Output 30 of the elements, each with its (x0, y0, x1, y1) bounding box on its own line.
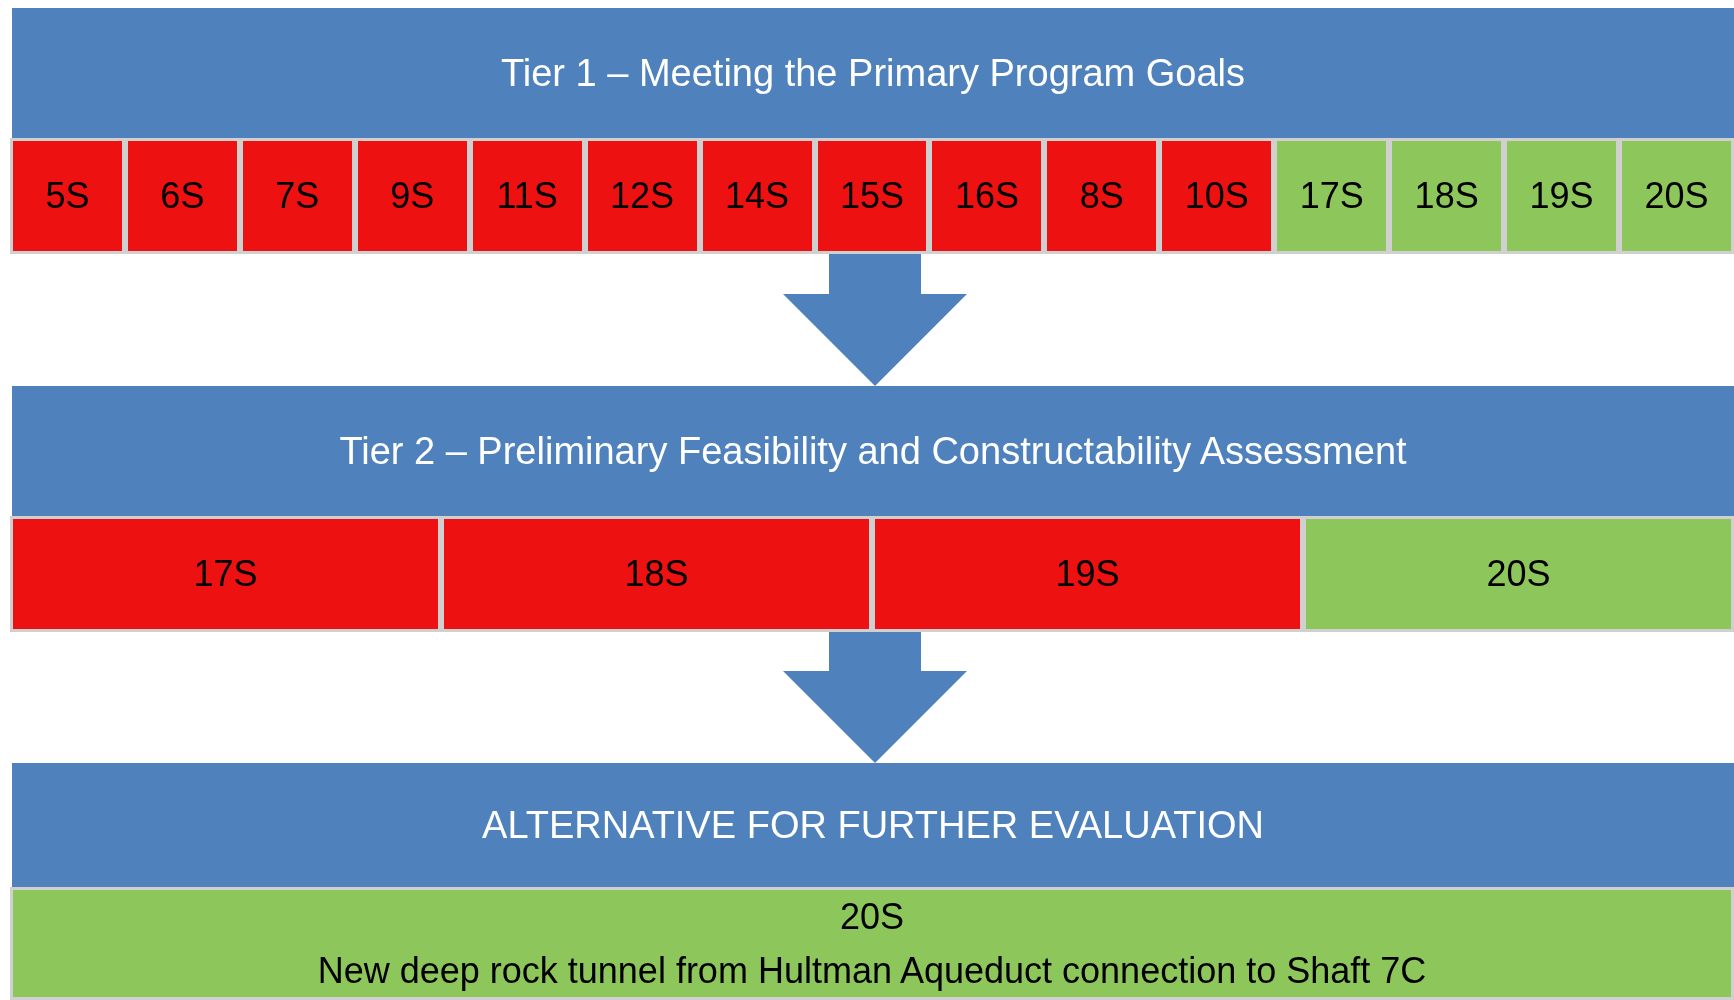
cell-text: New deep rock tunnel from Hultman Aqueduct connection to Shaft 7C (317, 949, 1427, 993)
tier-heading: ALTERNATIVE FOR FURTHER EVALUATION (481, 803, 1265, 848)
alternative-cell: 17S (10, 516, 441, 632)
alternative-cell: 14S (699, 138, 815, 254)
tier-heading: Tier 2 – Preliminary Feasibility and Constructability Assessment (338, 429, 1408, 474)
alternative-cell: 18S (441, 516, 872, 632)
alternative-cell: 20S (1619, 138, 1734, 254)
tier-panel (12, 386, 1734, 632)
alternative-cell: 18S (1389, 138, 1505, 254)
block-arrow (783, 254, 967, 386)
alternative-cell: 9S (354, 138, 470, 254)
alternative-cell: 15S (814, 138, 930, 254)
alternative-cell: 19S (872, 516, 1303, 632)
alternative-cell: 17S (1274, 138, 1390, 254)
tier-panel (12, 8, 1734, 254)
tier-panel (12, 763, 1734, 1000)
alternative-cell: 20S (1303, 516, 1734, 632)
alternative-cell: 16S (929, 138, 1045, 254)
alternative-cell: 7S (239, 138, 355, 254)
alternative-cell: 12S (584, 138, 700, 254)
alternative-cell: 6S (124, 138, 240, 254)
result-card (10, 887, 1734, 1000)
tier-heading: Tier 1 – Meeting the Primary Program Goals (499, 51, 1247, 96)
alternative-cell: 11S (469, 138, 585, 254)
block-arrow (783, 632, 967, 763)
alternative-cell: 10S (1159, 138, 1275, 254)
alternative-cell: 19S (1504, 138, 1620, 254)
cell-text: 20S (839, 895, 905, 939)
alternative-cell: 8S (1044, 138, 1160, 254)
alternative-cell: 5S (10, 138, 125, 254)
